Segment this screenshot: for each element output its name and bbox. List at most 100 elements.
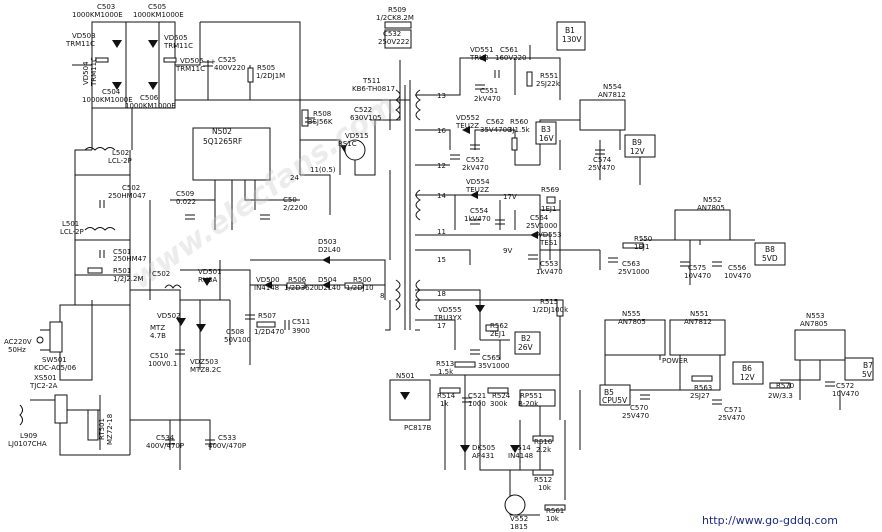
label-vd503: VD503 xyxy=(72,32,96,40)
label-c506: C506 xyxy=(140,94,159,102)
label-r560-value: 3J1.5k xyxy=(508,126,531,134)
label-b5: B5 xyxy=(604,388,614,397)
label-c522: C522 xyxy=(354,106,372,114)
label-n501-value: PC817B xyxy=(404,424,431,432)
label-r551: R551 xyxy=(540,72,558,80)
label-vd553: VD553 xyxy=(538,231,562,239)
label-rp551: RP551 xyxy=(520,392,542,400)
label-c553: C553 xyxy=(540,260,558,268)
label-r509: R509 xyxy=(388,6,406,14)
label-c570: C570 xyxy=(630,404,648,412)
source-url[interactable]: http://www.go-gddq.com xyxy=(702,514,838,527)
label-c561: C561 xyxy=(500,46,518,54)
label-dk505: DK505 xyxy=(472,444,495,452)
label-c554-value: 1kV470 xyxy=(464,215,491,223)
label-l501: L501 xyxy=(62,220,79,228)
label-c509-value: 0.022 xyxy=(176,198,196,206)
label-power: POWER xyxy=(662,357,688,365)
label-n553-value: AN7805 xyxy=(800,320,828,328)
label-pin-18: 18 xyxy=(437,290,446,298)
label-c503-value: 1000KM1000E xyxy=(72,11,123,19)
label-c506-value: 1000KM1000E xyxy=(125,102,176,110)
label-c534-value: 400V/470P xyxy=(146,442,184,450)
label-c574: C574 xyxy=(593,156,612,164)
label-c574-value: 25V470 xyxy=(588,164,615,172)
label-n555: N555 xyxy=(622,310,641,318)
label-r506-value: 1/2D3620 xyxy=(284,284,318,292)
label-c556-value: 10V470 xyxy=(724,272,751,280)
label-vd501: VD501 xyxy=(198,268,222,276)
label-vd551-value: TRU2 xyxy=(469,54,489,62)
label-17v: 17V xyxy=(503,193,517,201)
label-pin-15: 15 xyxy=(437,256,446,264)
label-r512-value: 10k xyxy=(538,484,552,492)
label-vd552-value: TEU2Z xyxy=(455,122,479,130)
label-vdz503: VDZ503 xyxy=(190,358,218,366)
label-r516-value: 2.2k xyxy=(536,446,552,454)
label-c570-value: 25V470 xyxy=(622,412,649,420)
label-c561-value: 160V220 xyxy=(495,54,527,62)
label-r501: R501 xyxy=(113,267,131,275)
label-vd554: VD554 xyxy=(466,178,490,186)
label-n555-value: AN7805 xyxy=(618,318,646,326)
label-c572-value: 10V470 xyxy=(832,390,859,398)
label-pin-16: 16 xyxy=(437,127,446,135)
label-pin-17: 17 xyxy=(437,322,446,330)
label-d503: D503 xyxy=(318,238,337,246)
label-l502: L502 xyxy=(112,149,129,157)
label-pin-12: 12 xyxy=(437,162,446,170)
label-c552: C552 xyxy=(466,156,484,164)
label-b9-value: 12V xyxy=(630,147,646,156)
label-c503: C503 xyxy=(97,3,115,11)
label-vd555: VD555 xyxy=(438,306,462,314)
label-9v: 9V xyxy=(503,247,512,255)
label-r524-value: 300k xyxy=(490,400,508,408)
label-vd502-value: MTZ xyxy=(150,324,165,332)
label-c556: C556 xyxy=(728,264,747,272)
label-c502: C502 xyxy=(122,184,140,192)
label-v552-value: 1815 xyxy=(510,523,528,531)
label-rp551-value: B-20k xyxy=(518,400,539,408)
label-vd501-value: RU3A xyxy=(198,276,217,284)
label-r506: R506 xyxy=(288,276,307,284)
label-b1-value: 130V xyxy=(562,35,582,44)
label-pin-8: 8 xyxy=(380,292,384,300)
label-ac: AC220V xyxy=(4,338,32,346)
label-r514: R514 xyxy=(437,392,456,400)
label-b8-value: 5VD xyxy=(762,254,778,263)
label-r551-value: 2SJ22k xyxy=(536,80,561,88)
label-c510-value: 100V0.1 xyxy=(148,360,177,368)
label-n554: N554 xyxy=(603,83,622,91)
label-r550-value: 1EJ1 xyxy=(634,243,649,251)
label-n553: N553 xyxy=(806,312,825,320)
label-l909: L909 xyxy=(20,432,37,440)
label-r507: R507 xyxy=(258,312,276,320)
label-c532-value: 250V222 xyxy=(378,38,410,46)
label-vd500-value: IN4148 xyxy=(254,284,279,292)
label-b6-value: 12V xyxy=(740,373,756,382)
label-r562: R562 xyxy=(490,322,508,330)
label-v552: V552 xyxy=(510,515,528,523)
label-r562-value: 2EJ1 xyxy=(490,330,505,338)
label-b6: B6 xyxy=(742,364,752,373)
label-r513: R513 xyxy=(436,360,454,368)
label-d504: D504 xyxy=(318,276,337,284)
label-vd506: VD506 xyxy=(180,57,204,65)
label-c564: C564 xyxy=(530,214,549,222)
label-vd552: VD552 xyxy=(456,114,480,122)
label-c502b: C502 xyxy=(152,270,170,278)
label-n552: N552 xyxy=(703,196,722,204)
label-d503-value: D2L40 xyxy=(318,246,341,254)
label-pin-11b: 11 xyxy=(437,228,446,236)
label-vd502: VD502 xyxy=(157,312,181,320)
label-pin-14: 14 xyxy=(437,192,446,200)
label-b3-value: 16V xyxy=(539,134,555,143)
label-r514-value: 1k xyxy=(440,400,449,408)
label-sw501-value: KDC-A05/06 xyxy=(34,364,77,372)
label-n502: N502 xyxy=(212,127,232,136)
label-r561-value: 10k xyxy=(546,515,560,523)
label-c575-value: 10V470 xyxy=(684,272,711,280)
label-r507-value: 1/2D470 xyxy=(254,328,284,336)
label-l501-value: LCL-2P xyxy=(60,228,84,236)
label-pin-24: 24 xyxy=(290,174,299,182)
